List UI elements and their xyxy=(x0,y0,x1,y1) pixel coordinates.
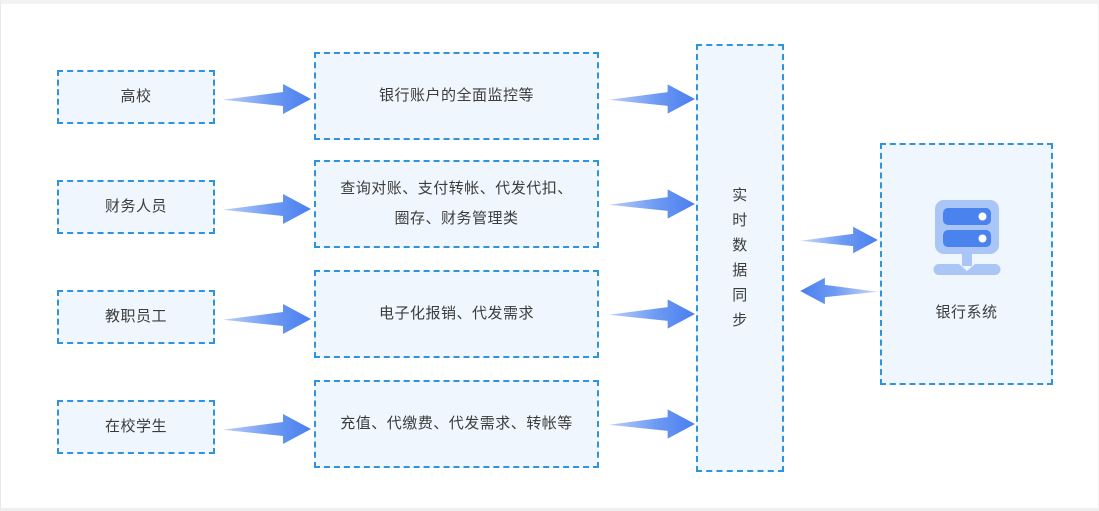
arrow-sync-to-bank xyxy=(800,226,878,254)
actor-box-2[interactable]: 财务人员 xyxy=(57,180,215,234)
arrow-actor-to-service-1 xyxy=(223,84,311,114)
sync-char-4: 据 xyxy=(732,262,748,279)
actor-box-4[interactable]: 在校学生 xyxy=(57,400,215,454)
sync-char-3: 数 xyxy=(732,237,748,254)
arrow-service-to-sync-2 xyxy=(609,189,695,219)
service-label-2-line-1: 查询对账、支付转帐、代发代扣、 xyxy=(340,180,573,197)
service-label-4: 充值、代缴费、代发需求、转帐等 xyxy=(340,415,573,432)
bank-box[interactable]: 银行系统 xyxy=(880,143,1053,385)
service-box-1[interactable]: 银行账户的全面监控等 xyxy=(314,52,599,140)
actor-box-1[interactable]: 高校 xyxy=(57,70,215,124)
sync-char-5: 同 xyxy=(732,287,748,304)
actor-label-2: 财务人员 xyxy=(104,198,167,215)
arrow-service-to-sync-1 xyxy=(609,84,695,114)
actor-label-1: 高校 xyxy=(120,88,152,105)
actor-label-4: 在校学生 xyxy=(104,418,167,435)
service-label-1: 银行账户的全面监控等 xyxy=(378,87,534,104)
service-box-2[interactable]: 查询对账、支付转帐、代发代扣、 圈存、财务管理类 xyxy=(314,160,599,248)
service-box-4[interactable]: 充值、代缴费、代发需求、转帐等 xyxy=(314,380,599,468)
arrow-service-to-sync-3 xyxy=(609,299,695,329)
arrow-actor-to-service-3 xyxy=(223,304,311,334)
arrow-actor-to-service-4 xyxy=(223,414,311,444)
service-box-3[interactable]: 电子化报销、代发需求 xyxy=(314,270,599,358)
sync-char-2: 时 xyxy=(732,212,748,229)
service-label-2: 查询对账、支付转帐、代发代扣、 圈存、财务管理类 xyxy=(326,174,587,234)
server-icon xyxy=(933,200,1000,275)
service-label-3: 电子化报销、代发需求 xyxy=(378,305,534,322)
arrow-service-to-sync-4 xyxy=(609,409,695,439)
sync-column[interactable]: 实 时 数 据 同 步 xyxy=(696,44,784,472)
arrow-bank-to-sync xyxy=(800,277,878,305)
bank-label: 银行系统 xyxy=(935,304,998,321)
actor-label-3: 教职员工 xyxy=(104,308,167,325)
sync-char-6: 步 xyxy=(732,312,748,329)
arrow-actor-to-service-2 xyxy=(223,194,311,224)
service-label-2-line-2: 圈存、财务管理类 xyxy=(394,210,519,227)
sync-char-1: 实 xyxy=(732,187,748,204)
actor-box-3[interactable]: 教职员工 xyxy=(57,290,215,344)
